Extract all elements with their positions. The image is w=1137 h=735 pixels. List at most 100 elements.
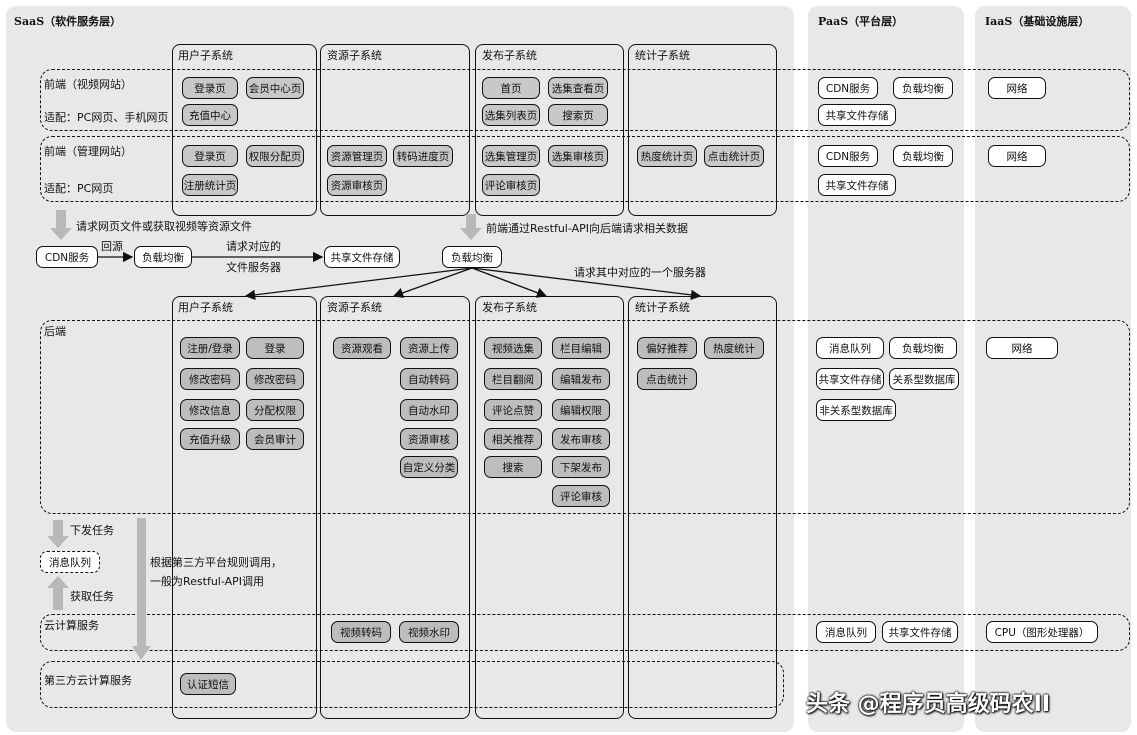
episode-list-page-node: 选集列表页 xyxy=(482,104,540,126)
user-subsystem-title: 用户子系统 xyxy=(178,301,233,314)
resource-manage-page-node: 资源管理页 xyxy=(327,145,387,167)
custom-category-node: 自定义分类 xyxy=(400,456,458,478)
episode-review-page-node: 选集审核页 xyxy=(548,145,608,167)
publish-subsystem-title: 发布子系统 xyxy=(482,301,537,314)
restful-note-label: 前端通过Restful-API向后端请求相关数据 xyxy=(486,222,688,235)
cdn-service-node: CDN服务 xyxy=(36,246,98,268)
network-node: 网络 xyxy=(988,77,1046,99)
video-episode-node: 视频选集 xyxy=(484,337,542,359)
heat-stats-page-node: 热度统计页 xyxy=(637,145,697,167)
login-page-node: 登录页 xyxy=(182,77,238,99)
search-node: 搜索 xyxy=(484,456,542,478)
auto-watermark-node: 自动水印 xyxy=(400,399,458,421)
request-fileserver-label-2: 文件服务器 xyxy=(226,261,281,274)
third-party-call-note-2: 一般为Restful-API调用 xyxy=(150,575,264,588)
stats-subsystem-title: 统计子系统 xyxy=(635,49,690,62)
frontend-video-adapt-label: 适配：PC网页、手机网页 xyxy=(44,111,169,124)
resource-review-page-node: 资源审核页 xyxy=(327,174,387,196)
register-login-node: 注册/登录 xyxy=(180,337,240,359)
message-queue-node: 消息队列 xyxy=(816,621,876,643)
iaas-layer-title: IaaS（基础设施层） xyxy=(985,15,1090,28)
grey-up-arrow-fetch xyxy=(47,576,69,610)
paas-layer-title: PaaS（平台层） xyxy=(818,15,904,28)
register-stats-page-node: 注册统计页 xyxy=(182,174,238,196)
video-transcode-node: 视频转码 xyxy=(331,621,391,643)
user-subsystem-title: 用户子系统 xyxy=(178,49,233,62)
load-balancer-node: 负载均衡 xyxy=(134,246,192,268)
message-queue-node: 消息队列 xyxy=(816,337,884,359)
message-queue-node: 消息队列 xyxy=(40,551,100,573)
network-node: 网络 xyxy=(986,337,1058,359)
change-password-node: 修改密码 xyxy=(246,368,304,390)
resource-watch-node: 资源观看 xyxy=(333,337,391,359)
search-page-node: 搜索页 xyxy=(548,104,608,126)
load-balancer-node: 负载均衡 xyxy=(893,145,953,167)
dispatch-task-label: 下发任务 xyxy=(70,524,114,537)
saas-layer-title: SaaS（软件服务层） xyxy=(14,15,122,28)
backend-label: 后端 xyxy=(44,325,66,338)
preference-recommend-node: 偏好推荐 xyxy=(637,337,697,359)
back-to-origin-label: 回源 xyxy=(101,240,123,253)
home-page-node: 首页 xyxy=(482,77,540,99)
edit-publish-node: 编辑发布 xyxy=(552,368,610,390)
member-center-page-node: 会员中心页 xyxy=(246,77,304,99)
third-cloud-label: 第三方云计算服务 xyxy=(44,674,132,687)
resource-review-node: 资源审核 xyxy=(400,428,458,450)
shared-storage-node: 共享文件存储 xyxy=(882,621,958,643)
frontend-video-label: 前端（视频网站） xyxy=(44,78,132,91)
load-balancer-node: 负载均衡 xyxy=(893,77,953,99)
shared-storage-node: 共享文件存储 xyxy=(324,246,400,268)
publish-review-node: 发布审核 xyxy=(552,428,610,450)
change-password-node: 修改密码 xyxy=(180,368,240,390)
publish-subsystem-title: 发布子系统 xyxy=(482,49,537,62)
resource-upload-node: 资源上传 xyxy=(400,337,458,359)
member-audit-node: 会员审计 xyxy=(246,428,304,450)
cdn-service-node: CDN服务 xyxy=(818,77,878,99)
iaas-layer-panel xyxy=(975,6,1131,732)
episode-view-page-node: 选集查看页 xyxy=(548,77,608,99)
unpublish-node: 下架发布 xyxy=(552,456,610,478)
edit-info-node: 修改信息 xyxy=(180,399,240,421)
grey-down-arrow-task xyxy=(47,520,69,548)
grey-third-party-arrow xyxy=(132,518,151,660)
cloud-band xyxy=(40,614,1130,651)
resource-subsystem-title: 资源子系统 xyxy=(327,301,382,314)
transcode-progress-page-node: 转码进度页 xyxy=(393,145,453,167)
grey-down-arrow-center xyxy=(460,214,482,240)
column-edit-node: 栏目编辑 xyxy=(552,337,610,359)
request-files-label: 请求网页文件或获取视频等资源文件 xyxy=(76,220,252,233)
comment-review-page-node: 评论审核页 xyxy=(482,174,540,196)
auto-transcode-node: 自动转码 xyxy=(400,368,458,390)
recharge-center-node: 充值中心 xyxy=(182,104,238,126)
recharge-upgrade-node: 充值升级 xyxy=(180,428,240,450)
nosql-db-node: 非关系型数据库 xyxy=(816,399,896,421)
source-watermark: 头条 @程序员高级码农II xyxy=(806,692,1051,717)
click-stats-page-node: 点击统计页 xyxy=(704,145,764,167)
frontend-admin-label: 前端（管理网站） xyxy=(44,145,132,158)
publish-subsystem-backend xyxy=(475,296,624,719)
frontend-video-band xyxy=(40,69,1130,131)
frontend-admin-adapt-label: 适配：PC网页 xyxy=(44,182,114,195)
third-cloud-band xyxy=(40,661,784,708)
network-node: 网络 xyxy=(988,145,1046,167)
cdn-service-node: CDN服务 xyxy=(818,145,878,167)
login-node: 登录 xyxy=(246,337,304,359)
cloud-label: 云计算服务 xyxy=(44,619,99,632)
shared-storage-node: 共享文件存储 xyxy=(818,104,896,126)
episode-manage-page-node: 选集管理页 xyxy=(482,145,540,167)
resource-subsystem-title: 资源子系统 xyxy=(327,49,382,62)
login-page-node: 登录页 xyxy=(182,145,238,167)
load-balancer-node: 负载均衡 xyxy=(442,246,502,268)
auth-sms-node: 认证短信 xyxy=(180,673,236,695)
heat-stats-node: 热度统计 xyxy=(704,337,764,359)
request-fileserver-label: 请求对应的 xyxy=(226,240,281,253)
stats-subsystem-title: 统计子系统 xyxy=(635,301,690,314)
stats-subsystem-backend xyxy=(628,296,777,719)
edit-permission-node: 编辑权限 xyxy=(552,399,610,421)
frontend-admin-band xyxy=(40,136,1130,202)
third-party-call-note: 根据第三方平台规则调用， xyxy=(150,556,282,569)
fetch-task-label: 获取任务 xyxy=(70,590,114,603)
cpu-gpu-node: CPU（图形处理器） xyxy=(986,621,1098,643)
backend-band xyxy=(40,320,1130,514)
comment-review-node: 评论审核 xyxy=(552,485,610,507)
